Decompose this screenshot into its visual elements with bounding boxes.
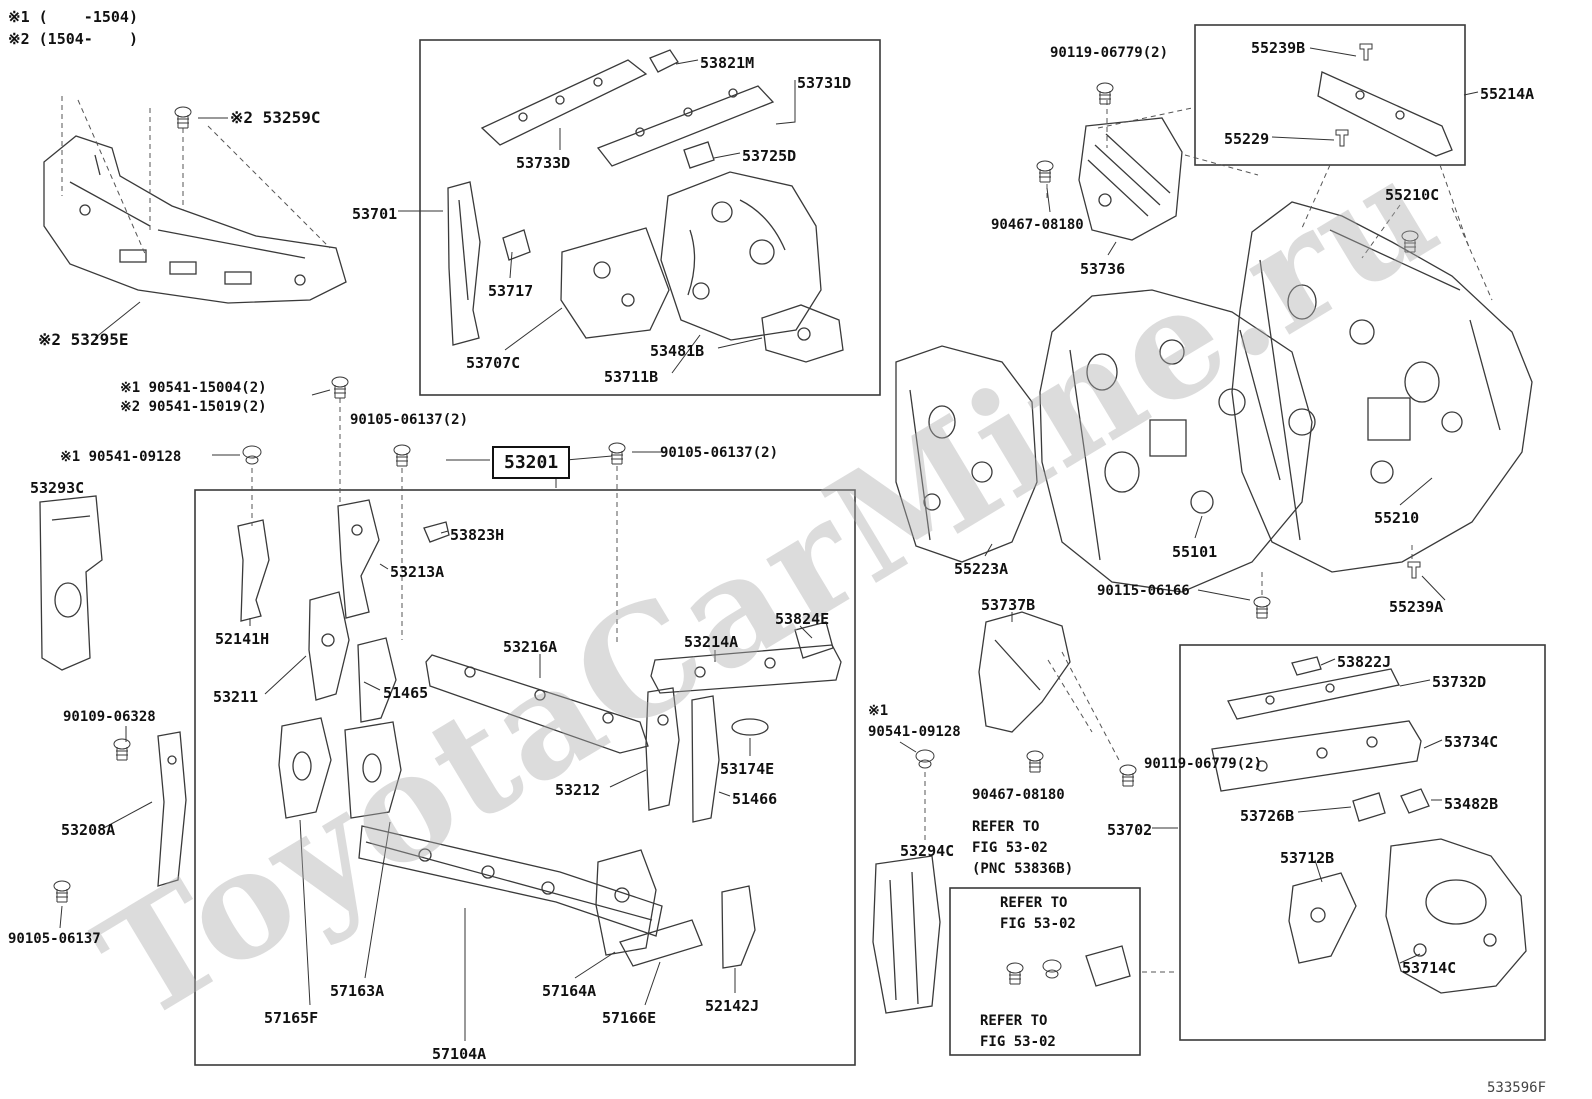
label-53174e: 53174E <box>720 760 775 778</box>
cowl-side-art <box>872 611 1071 1014</box>
label-51466: 51466 <box>732 790 778 808</box>
label-57164a: 57164A <box>542 982 597 1000</box>
label-57163a: 57163A <box>330 982 385 1000</box>
label-53714c: 53714C <box>1402 959 1457 977</box>
label-53213a: 53213A <box>390 563 445 581</box>
label-90467-08180: 90467-08180 <box>991 217 1084 233</box>
label-1-90541-15004-2: ※1 90541-15004(2) <box>120 380 267 396</box>
label-55229: 55229 <box>1224 130 1270 148</box>
label-53717: 53717 <box>488 282 534 300</box>
label-53824e: 53824E <box>775 610 830 628</box>
label-53737b: 53737B <box>981 596 1036 614</box>
label-53208a: 53208A <box>61 821 116 839</box>
label-55239b: 55239B <box>1251 39 1306 57</box>
label-53481b: 53481B <box>650 342 705 360</box>
label-53293c: 53293C <box>30 479 85 497</box>
label-53211: 53211 <box>213 688 259 706</box>
label-53212: 53212 <box>555 781 601 799</box>
label-53726b: 53726B <box>1240 807 1295 825</box>
label-53216a: 53216A <box>503 638 558 656</box>
label-53214a: 53214A <box>684 633 739 651</box>
label-53731d: 53731D <box>797 74 852 92</box>
label-57104a: 57104A <box>432 1045 487 1063</box>
label-53725d: 53725D <box>742 147 797 165</box>
figure-code: 533596F <box>1487 1080 1547 1096</box>
refer-fig-box-art <box>949 887 1141 1056</box>
label-refer-to-fig-53-02-pnc-53836b: REFER TO FIG 53-02 (PNC 53836B) <box>972 819 1074 877</box>
label-1-90541-09128: ※1 90541-09128 <box>60 449 182 465</box>
label-53821m: 53821M <box>700 54 755 72</box>
label-55210: 55210 <box>1374 509 1420 527</box>
label-90109-06328: 90109-06328 <box>63 709 156 725</box>
label-90115-06166: 90115-06166 <box>1097 583 1190 599</box>
label-57165f: 57165F <box>264 1009 319 1027</box>
apron-assembly-53702-art <box>1179 644 1546 1041</box>
label-2-90541-15019-2: ※2 90541-15019(2) <box>120 399 267 415</box>
label-53701: 53701 <box>352 205 398 223</box>
label-90467-08180: 90467-08180 <box>972 787 1065 803</box>
label-55239a: 55239A <box>1389 598 1444 616</box>
label-90119-06779-2: 90119-06779(2) <box>1050 45 1169 61</box>
label-53702: 53702 <box>1107 821 1153 839</box>
label-53822j: 53822J <box>1337 653 1392 671</box>
label-90105-06137: 90105-06137 <box>8 931 101 947</box>
label-2-1504: ※2 (1504- ) <box>8 30 138 48</box>
label-53712b: 53712B <box>1280 849 1335 867</box>
label-53733d: 53733D <box>516 154 571 172</box>
label-1-90541-09128: ※1 90541-09128 <box>868 703 961 740</box>
label-55223a: 55223A <box>954 560 1009 578</box>
label-53294c: 53294C <box>900 842 955 860</box>
label-90105-06137-2: 90105-06137(2) <box>660 445 779 461</box>
label-55101: 55101 <box>1172 543 1218 561</box>
label-52141h: 52141H <box>215 630 270 648</box>
label-55210c: 55210C <box>1385 186 1440 204</box>
label-90119-06779-2: 90119-06779(2) <box>1144 756 1263 772</box>
leader-lines <box>59 47 1479 1041</box>
upper-apron-assembly-art <box>419 39 881 396</box>
label-2-53259c: ※2 53259C <box>230 108 321 127</box>
label-53482b: 53482B <box>1444 795 1499 813</box>
label-refer-to-fig-53-02: REFER TO FIG 53-02 <box>980 1013 1056 1050</box>
label-53732d: 53732D <box>1432 673 1487 691</box>
label-53711b: 53711B <box>604 368 659 386</box>
label-refer-to-fig-53-02: REFER TO FIG 53-02 <box>1000 895 1076 932</box>
left-parts-art <box>39 495 187 887</box>
splash-shield-53295e-art <box>43 135 347 304</box>
label-53734c: 53734C <box>1444 733 1499 751</box>
label-53707c: 53707C <box>466 354 521 372</box>
dashed-leader-lines <box>61 96 1493 973</box>
label-57166e: 57166E <box>602 1009 657 1027</box>
label-53201: 53201 <box>492 446 571 479</box>
dash-panels-art <box>895 201 1533 593</box>
cowl-brace-53736-art <box>1078 117 1183 241</box>
radiator-support-assembly-art <box>194 489 856 1066</box>
label-2-53295e: ※2 53295E <box>38 330 129 349</box>
label-53823h: 53823H <box>450 526 505 544</box>
label-90105-06137-2: 90105-06137(2) <box>350 412 469 428</box>
label-52142j: 52142J <box>705 997 760 1015</box>
label-51465: 51465 <box>383 684 429 702</box>
label-1-1504: ※1 ( -1504) <box>8 8 138 26</box>
label-53736: 53736 <box>1080 260 1126 278</box>
label-55214a: 55214A <box>1480 85 1535 103</box>
